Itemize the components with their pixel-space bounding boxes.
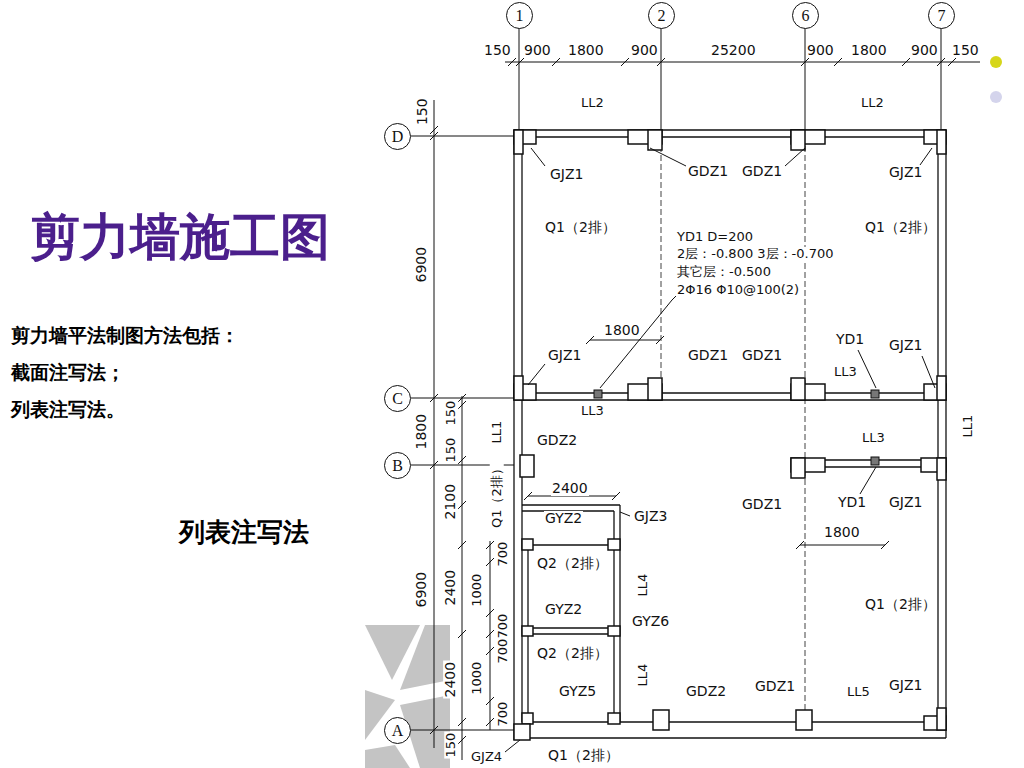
dimension-text: 900: [910, 43, 939, 58]
component-label: 1800: [603, 323, 641, 338]
axis-number: A: [392, 722, 404, 740]
dimension-text: 1800: [850, 43, 888, 58]
axis-number: 7: [938, 7, 946, 25]
component-label: GJZ1: [888, 678, 923, 693]
axis-number: 1: [516, 7, 524, 25]
dimension-text: 1800: [414, 413, 429, 451]
component-label: Q2（2排）: [536, 556, 609, 571]
component-label: GDZ1: [741, 164, 783, 179]
dimension-text: 150: [444, 400, 458, 427]
component-label: LL5: [846, 685, 871, 699]
component-label: LL2: [580, 96, 605, 110]
axis-bubble: B: [384, 452, 411, 479]
dimension-text: 6900: [414, 571, 429, 609]
dimension-text: 700: [496, 701, 510, 728]
axis-number: D: [392, 128, 404, 146]
component-label: LL3: [833, 365, 858, 379]
dimension-text: 700: [496, 638, 510, 665]
slide-text: 截面注写法；: [10, 363, 126, 384]
dimension-text: 1000: [470, 573, 484, 608]
component-label: Q1（2排）: [864, 220, 937, 235]
component-label: LL4: [636, 663, 650, 688]
component-label: 1800: [823, 525, 861, 540]
dimension-text: 150: [483, 43, 512, 58]
slide-text: 剪力墙平法制图方法包括：: [10, 326, 240, 347]
dimension-text: 25200: [710, 43, 757, 58]
axis-bubble: A: [384, 717, 411, 744]
component-label: GJZ1: [888, 495, 923, 510]
component-label: GDZ2: [536, 433, 578, 448]
component-label: YD1: [837, 495, 867, 510]
axis-number: C: [392, 390, 403, 408]
component-label: GJZ1: [547, 348, 582, 363]
component-label: GYZ2: [544, 511, 583, 526]
dimension-text: 2400: [443, 569, 458, 607]
dimension-text: 900: [523, 43, 552, 58]
dimension-text: 1000: [470, 661, 484, 696]
component-label: GDZ1: [687, 348, 729, 363]
slide-text: 列表注写法。: [10, 400, 126, 421]
axis-bubble: 7: [928, 2, 955, 29]
component-label: GYZ2: [544, 602, 583, 617]
axis-number: B: [392, 457, 403, 475]
component-label: Q1（2排）: [547, 748, 620, 763]
component-label: LL3: [861, 431, 886, 445]
component-label: 其它层：-0.500: [676, 265, 772, 279]
component-label: GJZ1: [888, 338, 923, 353]
axis-number: 2: [658, 7, 666, 25]
axis-bubble: C: [384, 385, 411, 412]
axis-bubble: 2: [648, 2, 675, 29]
axis-bubble: D: [384, 123, 411, 150]
axis-bubble: 6: [792, 2, 819, 29]
component-label: GYZ6: [631, 614, 670, 629]
component-label: LL4: [636, 573, 650, 598]
component-label: LL3: [580, 404, 605, 418]
component-label: LL1: [490, 420, 504, 445]
component-label: Q1（2排）: [864, 597, 937, 612]
component-label: GDZ1: [741, 348, 783, 363]
component-label: GJZ1: [549, 167, 584, 182]
component-label: GDZ1: [687, 164, 729, 179]
dimension-text: 2400: [443, 661, 458, 699]
component-label: YD1: [835, 332, 865, 347]
component-label: GDZ1: [754, 679, 796, 694]
component-label: 2Φ16 Φ10@100(2): [676, 283, 800, 297]
dimension-text: 1800: [567, 43, 605, 58]
slide-title: 剪力墙施工图: [30, 210, 330, 265]
component-label: GJZ1: [888, 165, 923, 180]
dimension-text: 150: [415, 97, 430, 126]
component-label: 2400: [551, 481, 589, 496]
component-label: YD1 D=200: [676, 230, 754, 244]
dimension-text: 700: [496, 541, 510, 568]
dimension-text: 700: [496, 613, 510, 640]
dimension-text: 150: [444, 437, 458, 464]
dimension-text: 150: [951, 43, 980, 58]
component-label: GJZ4: [470, 750, 503, 764]
slide-text: 列表注写法: [178, 519, 310, 548]
component-label: 2层：-0.800 3层：-0.700: [676, 247, 835, 261]
dimension-text: 900: [806, 43, 835, 58]
component-label: LL1: [961, 414, 975, 439]
component-label: Q2（2排）: [536, 646, 609, 661]
axis-number: 6: [802, 7, 810, 25]
dimension-text: 6900: [414, 246, 429, 284]
component-label: GYZ5: [558, 684, 597, 699]
axis-bubble: 1: [506, 2, 533, 29]
component-label: GDZ1: [741, 497, 783, 512]
component-label: Q1（2排）: [490, 461, 504, 529]
component-label: GJZ3: [633, 509, 668, 524]
component-label: Q1（2排）: [544, 220, 617, 235]
component-label: LL2: [860, 96, 885, 110]
dimension-text: 900: [630, 43, 659, 58]
dimension-text: 2100: [443, 483, 458, 521]
dimension-text: 150: [444, 732, 458, 759]
component-label: GDZ2: [685, 684, 727, 699]
